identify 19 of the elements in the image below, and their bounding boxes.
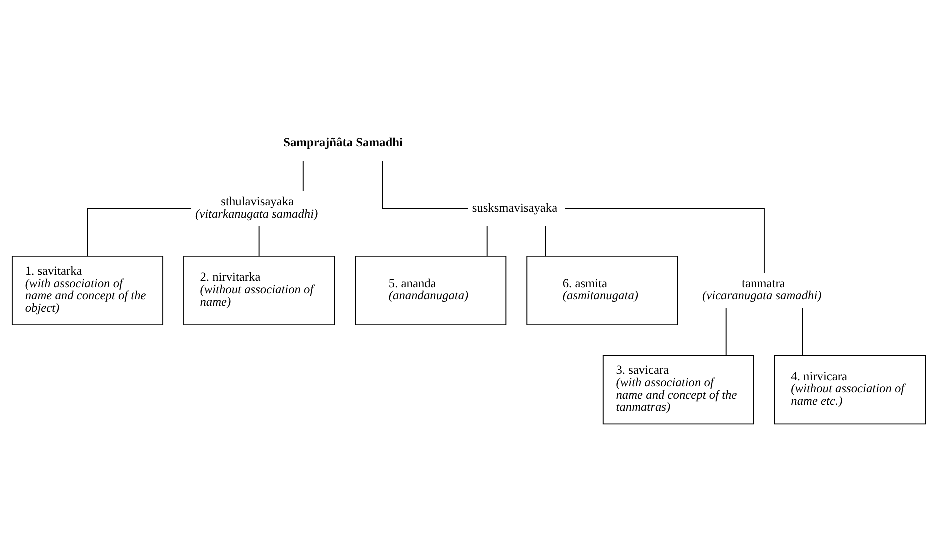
connector (258, 225, 260, 256)
node-text: Samprajñâta Samadhi (284, 134, 403, 149)
node-box: 1. savitarka (with association of name and concept of the object) (12, 255, 164, 326)
connector (486, 225, 488, 256)
node-text: tanmatra (vicaranugata samadhi) (702, 276, 822, 302)
connector (802, 307, 804, 356)
connector (564, 208, 765, 274)
connector (726, 307, 727, 356)
node-box: 4. nirvicara (without association of name etc.) (774, 354, 926, 424)
node-text: susksmavisayaka (472, 200, 558, 215)
connector (382, 160, 469, 209)
connector (302, 160, 304, 192)
node-box: 3. savicara (with association of name and concept of the tanmatras) (602, 354, 754, 424)
connector (545, 225, 546, 256)
node-box: 6. asmita (asmitanugata) (526, 255, 678, 326)
node-text: sthulavisayaka (vitarkanugata samadhi) (195, 194, 318, 220)
connector (87, 208, 192, 256)
node-box: 5. ananda (anandanugata) (355, 255, 507, 326)
node-box: 2. nirvitarka (without association of name) (184, 255, 336, 326)
